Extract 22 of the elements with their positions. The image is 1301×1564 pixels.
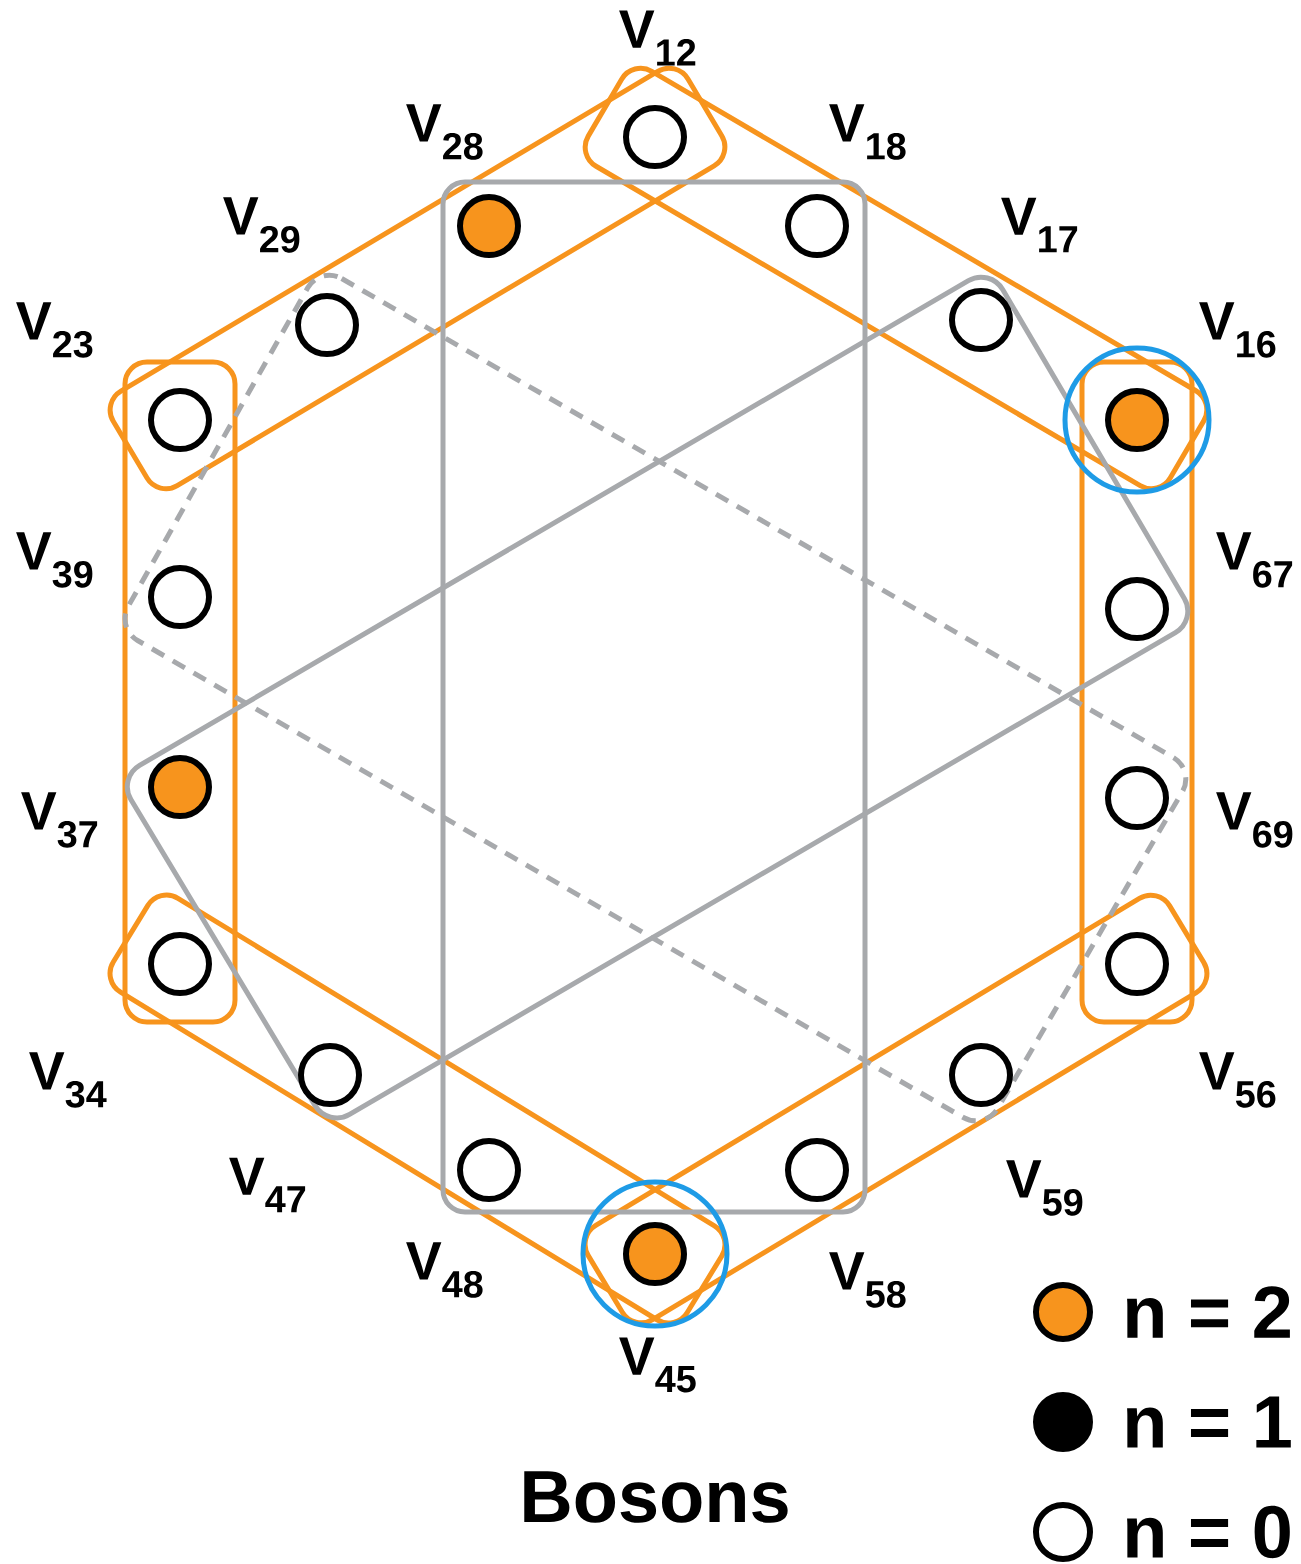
vertex-label: V$_{48}$ [406, 1242, 483, 1298]
vertex-label: V$_{59}$ [1006, 1160, 1083, 1216]
caption: Bosons [524, 1471, 788, 1523]
vertex-label: V$_{56}$ [1199, 1052, 1276, 1108]
legend-label: n = 0 [1127, 1505, 1290, 1559]
vertex-label: V$_{39}$ [16, 532, 93, 588]
vertex-label: V$_{69}$ [1216, 792, 1293, 848]
vertex-label: V$_{18}$ [829, 104, 906, 160]
vertex-label: V$_{47}$ [229, 1157, 306, 1213]
vertex-label: V$_{37}$ [21, 792, 98, 848]
vertex-label: V$_{12}$ [619, 10, 696, 66]
vertex-label: V$_{67}$ [1216, 532, 1293, 588]
vertex-label: V$_{45}$ [619, 1337, 696, 1393]
vertex-label: V$_{23}$ [16, 302, 93, 358]
vertex-label: V$_{28}$ [406, 104, 483, 160]
vertex-label: V$_{34}$ [29, 1052, 107, 1108]
vertex-label: V$_{16}$ [1199, 302, 1276, 358]
legend-label: n = 1 [1127, 1396, 1291, 1448]
vertex-label: V$_{29}$ [223, 197, 300, 253]
vertex-label: V$_{17}$ [1001, 197, 1078, 253]
vertex-label: V$_{58}$ [829, 1252, 906, 1308]
legend-label: n = 2 [1127, 1286, 1290, 1338]
